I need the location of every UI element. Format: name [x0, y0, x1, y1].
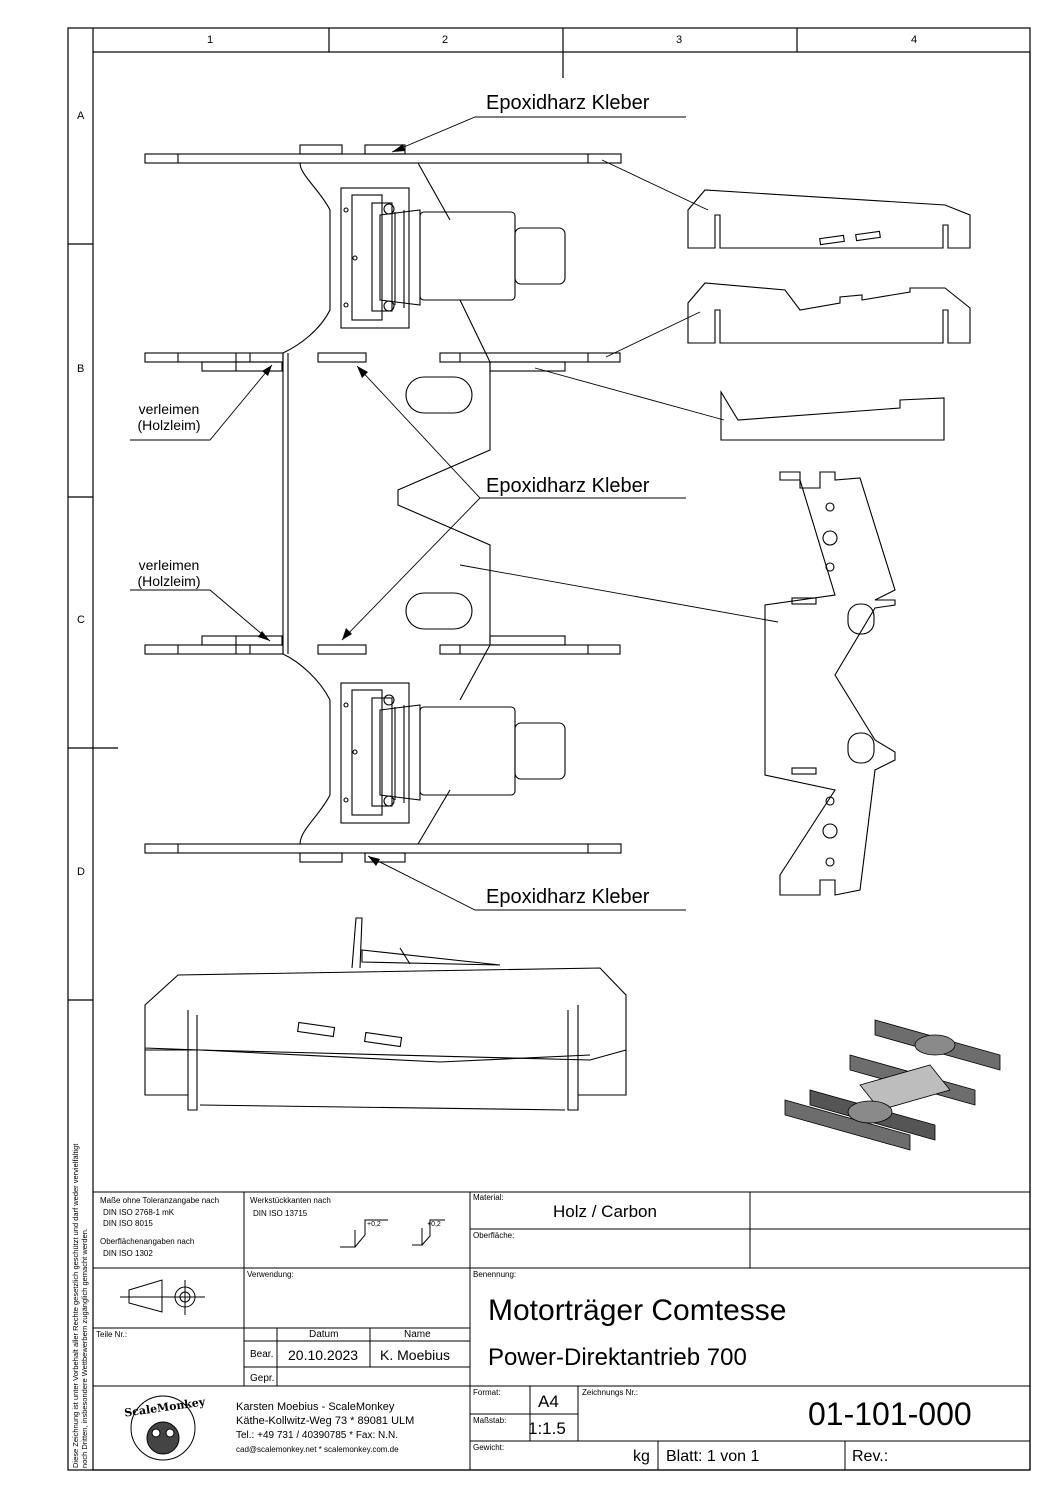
usage-label: Verwendung: [247, 1270, 294, 1279]
material-label: Material: [473, 1193, 504, 1202]
copyright-note: Diese Zeichnung ist unter Vorbehalt alle… [71, 1144, 89, 1468]
annotation-glue-lower-line1: verleimen [138, 557, 200, 573]
drawing-title: Motorträger Comtesse [488, 1294, 787, 1327]
name-label: Benennung: [473, 1270, 517, 1279]
tolerance-heading: Maße ohne Toleranzangabe nach [100, 1196, 220, 1205]
copyright-note-line2: noch Dritten, insbesondere Wettbewerbern… [80, 1228, 89, 1468]
company-address: Käthe-Kollwitz-Weg 73 * 89081 ULM [236, 1415, 415, 1427]
part-middle-rail [687, 282, 971, 344]
surface-spec-heading: Oberflächenangaben nach [100, 1237, 195, 1246]
part-wedge [720, 390, 945, 441]
checked-label: Gepr. [250, 1373, 275, 1384]
column-label-3: 3 [676, 34, 683, 46]
column-label-2: 2 [442, 34, 449, 46]
annotation-epoxy-bottom: Epoxidharz Kleber [486, 886, 650, 908]
annotation-glue-upper-line1: verleimen [138, 401, 200, 417]
company-name: Karsten Moebius - ScaleMonkey [236, 1401, 395, 1413]
format-label: Format: [473, 1388, 501, 1397]
edge-value-2: +0,2 [427, 1221, 441, 1228]
tolerance-std-1: DIN ISO 2768-1 mK [103, 1208, 175, 1217]
row-label-b: B [77, 363, 85, 375]
drawing-no-label: Zeichnungs Nr.: [582, 1388, 639, 1397]
annotation-glue-upper-line2: (Holzleim) [137, 417, 201, 433]
surface-label: Oberfläche: [473, 1231, 515, 1240]
outer-frame [67, 27, 1031, 1471]
copyright-note-line1: Diese Zeichnung ist unter Vorbehalt alle… [71, 1143, 80, 1468]
inner-frame [92, 51, 1031, 1471]
annotation-epoxy-top: Epoxidharz Kleber [486, 92, 650, 114]
material-value: Holz / Carbon [553, 1202, 657, 1221]
annotation-epoxy-middle: Epoxidharz Kleber [486, 475, 650, 497]
drawing-subtitle: Power-Direktantrieb 700 [488, 1344, 747, 1371]
isometric-thumbnail [784, 1019, 1001, 1151]
annotation-glue-upper: verleimen (Holzleim) [128, 402, 210, 432]
upper-motor [340, 187, 566, 329]
name-header: Name [404, 1329, 431, 1340]
side-view [144, 917, 627, 1111]
scale-label: Maßstab: [473, 1416, 507, 1425]
drawn-date: 20.10.2023 [288, 1347, 359, 1363]
part-no-label: Teile Nr.: [96, 1330, 128, 1339]
edge-value-1: +0,2 [367, 1221, 381, 1228]
tolerance-std-2: DIN ISO 8015 [103, 1219, 153, 1228]
drawn-label: Bear. [250, 1349, 274, 1360]
drawn-name: K. Moebius [380, 1347, 451, 1363]
sheet-count: Blatt: 1 von 1 [666, 1448, 760, 1465]
annotation-glue-lower: verleimen (Holzleim) [128, 558, 210, 588]
column-label-4: 4 [911, 34, 918, 46]
company-email: cad@scalemonkey.net * scalemonkey.com.de [236, 1445, 399, 1454]
row-label-d: D [77, 866, 85, 878]
column-label-1: 1 [207, 34, 214, 46]
format-value: A4 [538, 1392, 559, 1411]
lower-motor [340, 682, 566, 824]
row-label-a: A [77, 110, 85, 122]
surface-spec-std: DIN ISO 1302 [103, 1249, 153, 1258]
weight-label: Gewicht: [473, 1443, 505, 1452]
date-header: Datum [309, 1329, 339, 1340]
revision-label: Rev.: [852, 1448, 889, 1465]
drawing-number: 01-101-000 [808, 1396, 972, 1432]
part-carrier-plate [764, 471, 896, 896]
row-label-c: C [77, 614, 85, 626]
company-phone: Tel.: +49 731 / 40390785 * Fax: N.N. [236, 1430, 399, 1441]
weight-unit: kg [633, 1448, 650, 1465]
leader-lines [130, 116, 779, 911]
assembly-front-view [144, 144, 622, 863]
edges-std: DIN ISO 13715 [253, 1209, 308, 1218]
title-block [93, 1191, 1030, 1470]
part-top-rail [687, 189, 971, 249]
annotation-glue-lower-line2: (Holzleim) [137, 573, 201, 589]
edges-heading: Werkstückkanten nach [250, 1196, 331, 1205]
scale-value: 1:1.5 [528, 1419, 566, 1438]
